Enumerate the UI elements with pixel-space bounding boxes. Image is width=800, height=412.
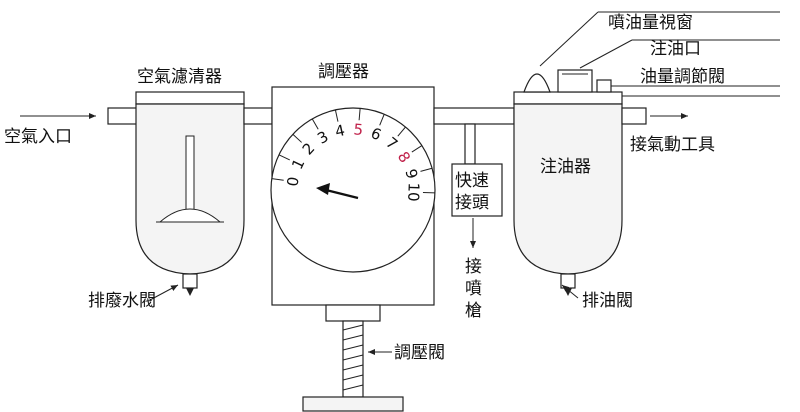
pressure-gauge bbox=[270, 107, 436, 273]
quick-coupler-unit: 快速 接頭 接 噴 槍 bbox=[451, 123, 503, 321]
gauge-tick-mark bbox=[420, 167, 433, 172]
regulator-valve-label: 調壓閥 bbox=[394, 343, 445, 363]
filter-outlet-pipe bbox=[243, 107, 273, 125]
regulator-label: 調壓器 bbox=[318, 62, 369, 82]
lubricator-cap bbox=[513, 91, 623, 105]
quick-coupler-box bbox=[451, 163, 503, 217]
gauge-tick-mark bbox=[292, 133, 302, 143]
air-filter-label: 空氣濾清器 bbox=[137, 67, 222, 87]
drain-valve-body bbox=[182, 273, 198, 289]
to-spray-gun-char-1: 接 bbox=[465, 257, 482, 277]
filter-baffle-stem bbox=[185, 135, 195, 211]
oil-sight-window-label: 噴油量視窗 bbox=[608, 13, 693, 33]
gauge-tick-mark bbox=[271, 178, 284, 181]
oil-sight-window bbox=[523, 73, 551, 93]
gauge-tick-label: 9 bbox=[401, 167, 421, 181]
regulator-screw-threads bbox=[342, 324, 364, 391]
gauge-needle-tip bbox=[316, 183, 330, 195]
oil-adjust-valve-label: 油量調節閥 bbox=[640, 67, 725, 87]
to-spray-gun-char-2: 噴 bbox=[465, 279, 482, 299]
lubricator-unit bbox=[513, 69, 647, 296]
gauge-tick-mark bbox=[411, 145, 423, 153]
gauge-tick-label: 5 bbox=[353, 120, 364, 139]
gauge-tick-label: 10 bbox=[404, 182, 423, 202]
gauge-tick-mark bbox=[278, 154, 290, 161]
drain-valve-label: 排廢水閥 bbox=[88, 291, 156, 311]
inlet-pipe bbox=[107, 107, 141, 125]
oil-adjust-valve bbox=[596, 79, 612, 93]
lubricator-label: 注油器 bbox=[540, 157, 591, 177]
oil-fill-port bbox=[557, 69, 593, 93]
oil-fill-port-label: 注油口 bbox=[650, 39, 701, 59]
gauge-tick-mark bbox=[358, 108, 361, 121]
gauge-tick-label: 0 bbox=[284, 176, 303, 188]
gauge-tick-mark bbox=[334, 109, 339, 122]
gauge-tick-label: 4 bbox=[333, 121, 346, 141]
oil-drain-valve-label: 排油閥 bbox=[582, 291, 633, 311]
oil-drain-valve-arrow bbox=[561, 284, 579, 299]
air-inlet-label: 空氣入口 bbox=[4, 127, 72, 147]
air-filter-unit bbox=[107, 91, 273, 296]
to-spray-gun-char-3: 槍 bbox=[465, 301, 482, 321]
regulator-valve-handle bbox=[302, 396, 404, 412]
gauge-tick-mark bbox=[379, 113, 385, 126]
filter-cap bbox=[135, 91, 245, 105]
gauge-tick-mark bbox=[397, 126, 406, 137]
quick-coupler-label-line1: 快速 bbox=[455, 171, 489, 191]
to-air-tool-label: 接氣動工具 bbox=[630, 135, 715, 155]
regulator-outlet-pipe bbox=[433, 107, 515, 125]
coupler-stem bbox=[464, 123, 476, 165]
quick-coupler-label-line2: 接頭 bbox=[455, 193, 489, 213]
regulator-knob-housing bbox=[325, 304, 381, 322]
lubricator-outlet-pipe bbox=[621, 107, 647, 125]
drain-valve-arrow bbox=[149, 284, 179, 301]
gauge-tick-mark bbox=[311, 118, 319, 130]
lubricator-bowl bbox=[513, 103, 623, 275]
